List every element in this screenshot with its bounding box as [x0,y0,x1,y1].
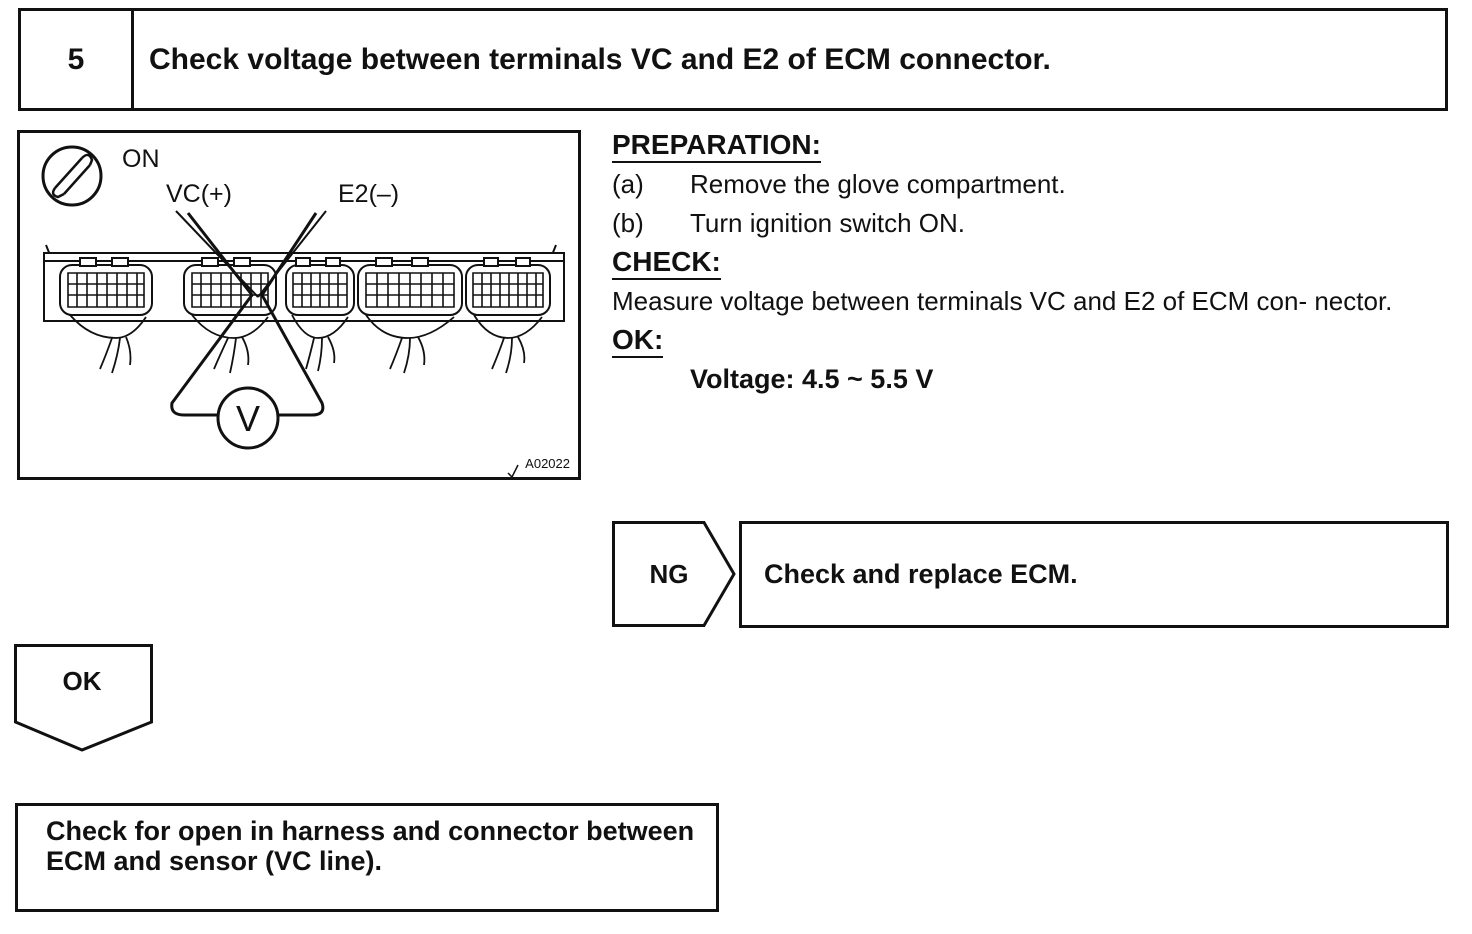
ignition-key-icon [41,145,103,207]
step-header: 5 Check voltage between terminals VC and… [18,8,1448,111]
voltmeter [216,386,280,450]
step-label: (b) [612,208,644,238]
step-text: Remove the glove compartment. [690,169,1066,199]
figure-id: A02022 [525,456,570,471]
step-title: Check voltage between terminals VC and E… [149,42,1051,76]
ng-label: NG [649,558,689,589]
wire-harnesses [69,314,543,374]
ok-voltage-spec: Voltage: 4.5 ~ 5.5 V [690,364,934,394]
ng-arrow-shape [612,521,736,627]
connector-3 [285,257,355,316]
ok-arrow-shape [14,644,153,752]
ng-action-box: Check and replace ECM. [739,521,1449,628]
ng-branch-tag: NG [612,521,736,627]
connector-1 [59,257,153,316]
preparation-step-a: (a) Remove the glove compartment. [612,165,1452,204]
e2-negative-label: E2(–) [338,180,400,208]
ok-label: OK [62,666,102,696]
figure-check-mark [507,464,519,477]
ecm-connector-diagram: V [41,145,565,477]
check-heading: CHECK: [612,245,721,280]
probe-leads [170,210,327,417]
connector-blocks [59,257,551,316]
ignition-on-label: ON [122,145,160,173]
ok-heading: OK: [612,323,664,358]
preparation-step-b: (b) Turn ignition switch ON. [612,204,1452,243]
voltmeter-symbol: V [236,398,260,439]
ok-next-action-box: Check for open in harness and connector … [15,803,719,912]
step-text: Turn ignition switch ON. [690,208,966,238]
instructions: PREPARATION: (a) Remove the glove compart… [612,126,1452,399]
ecm-connector-illustration: V ON VC(+) E2(–) A02022 [17,130,581,480]
vc-positive-label: VC(+) [166,180,232,208]
connector-5 [465,257,551,316]
preparation-heading: PREPARATION: [612,128,821,163]
step-label: (a) [612,169,644,199]
step-number: 5 [21,11,134,108]
ok-branch-tag: OK [14,644,154,754]
connector-4 [357,257,463,316]
check-text: Measure voltage between terminals VC and… [612,286,1393,316]
